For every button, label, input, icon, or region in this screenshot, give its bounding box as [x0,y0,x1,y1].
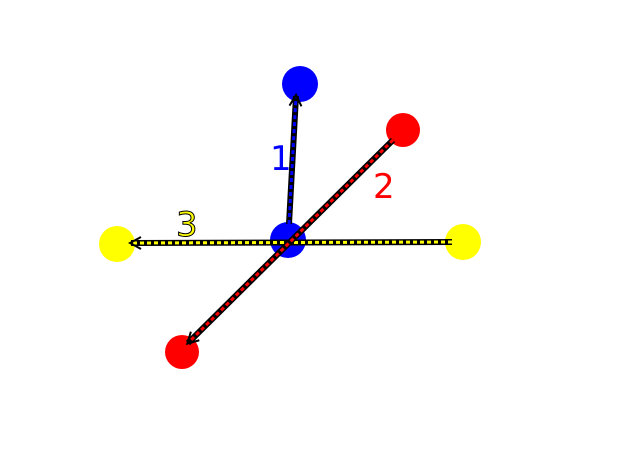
yellow-end-dot [99,226,135,262]
arrow-2-label: 2 [373,167,395,207]
arrow-3-label: 3 [176,205,198,245]
red-start-dot [386,113,420,147]
arrow-1-label: 1 [270,139,292,179]
yellow-start-dot [445,224,481,260]
arrow-2 [188,137,396,343]
arrow-1 [286,96,296,225]
blue-end-dot [282,66,318,102]
